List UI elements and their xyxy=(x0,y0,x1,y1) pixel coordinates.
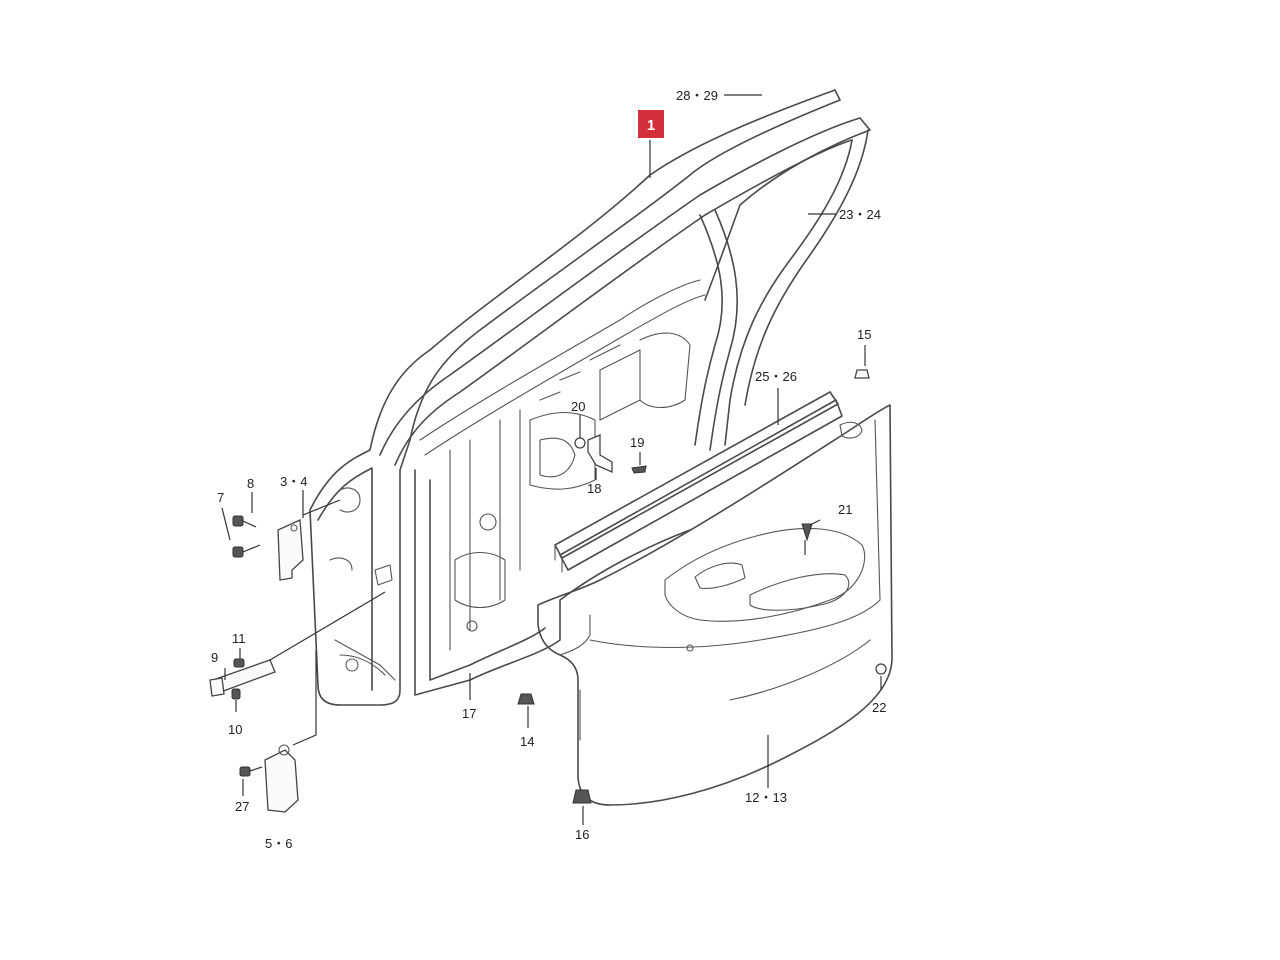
callout-14: 14 xyxy=(520,734,534,749)
callout-20: 20 xyxy=(571,399,585,414)
callout-10: 10 xyxy=(228,722,242,737)
callout-15: 15 xyxy=(857,327,871,342)
door-shell xyxy=(309,89,871,706)
callout-5-6: 5・6 xyxy=(265,836,292,851)
callout-9: 9 xyxy=(211,650,218,665)
callout-8: 8 xyxy=(247,476,254,491)
callout-18: 18 xyxy=(587,481,601,496)
screw-21 xyxy=(801,523,813,542)
callout-labels: 28・29 23・24 15 25・26 20 19 18 8 3・4 7 21… xyxy=(211,88,886,851)
callout-22: 22 xyxy=(872,700,886,715)
callout-3-4: 3・4 xyxy=(280,474,307,489)
bolt-27 xyxy=(239,766,263,777)
callout-21: 21 xyxy=(838,502,852,517)
part-number-badge: 1 xyxy=(638,110,664,138)
bolt-11 xyxy=(233,658,245,668)
leader-lines xyxy=(221,94,882,825)
bracket xyxy=(587,434,613,473)
clip-16 xyxy=(572,789,592,804)
clip-22 xyxy=(875,663,887,675)
callout-19: 19 xyxy=(630,435,644,450)
lower-hinge xyxy=(264,744,299,813)
callout-28-29: 28・29 xyxy=(676,88,718,103)
bolt-8 xyxy=(232,515,257,528)
door-trim-panel xyxy=(537,404,893,806)
clip-15 xyxy=(854,369,870,379)
clip-14 xyxy=(517,693,535,705)
callout-12-13: 12・13 xyxy=(745,790,787,805)
upper-hinge xyxy=(277,519,304,581)
callout-27: 27 xyxy=(235,799,249,814)
clip-20 xyxy=(574,437,586,449)
callout-16: 16 xyxy=(575,827,589,842)
callout-17: 17 xyxy=(462,706,476,721)
callout-25-26: 25・26 xyxy=(755,369,797,384)
callout-23-24: 23・24 xyxy=(839,207,881,222)
screw-19 xyxy=(631,465,647,474)
belt-weatherstrip xyxy=(554,391,843,573)
badge-label: 1 xyxy=(647,117,655,134)
callout-7: 7 xyxy=(217,490,224,505)
bolt-7 xyxy=(232,544,261,558)
callout-11: 11 xyxy=(232,631,246,646)
door-check xyxy=(209,659,276,697)
bolt-10 xyxy=(231,688,241,700)
